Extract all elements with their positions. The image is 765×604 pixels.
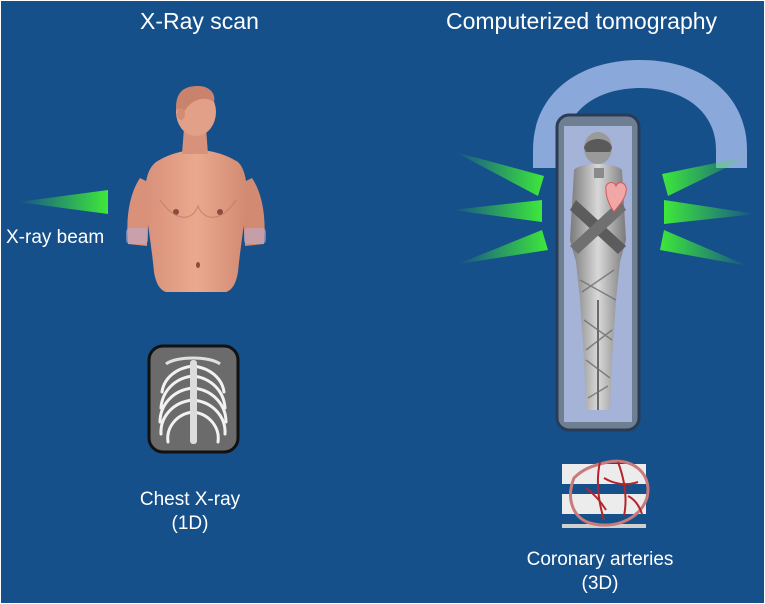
ct-beams	[452, 152, 756, 266]
chest-xray-caption-line1: Chest X-ray	[139, 489, 241, 510]
chest-xray-icon	[147, 344, 240, 454]
coronary-arteries-caption-line1: Coronary arteries	[526, 549, 674, 570]
chest-xray-caption: Chest X-ray (1D)	[120, 488, 260, 536]
human-torso-illustration	[126, 86, 266, 292]
coronary-arteries-icon	[562, 459, 650, 528]
heart-icon	[605, 182, 627, 213]
xray-beam	[18, 190, 108, 214]
coronary-arteries-caption-line2: (3D)	[581, 573, 619, 594]
coronary-arteries-caption: Coronary arteries (3D)	[515, 548, 685, 596]
xray-scan-title: X-Ray scan	[140, 8, 259, 34]
chest-xray-caption-line2: (1D)	[171, 513, 209, 534]
ct-title: Computerized tomography	[446, 8, 718, 34]
ct-patient-body	[570, 132, 627, 410]
xray-beam-label: X-ray beam	[6, 227, 105, 248]
ct-gantry	[533, 60, 747, 168]
